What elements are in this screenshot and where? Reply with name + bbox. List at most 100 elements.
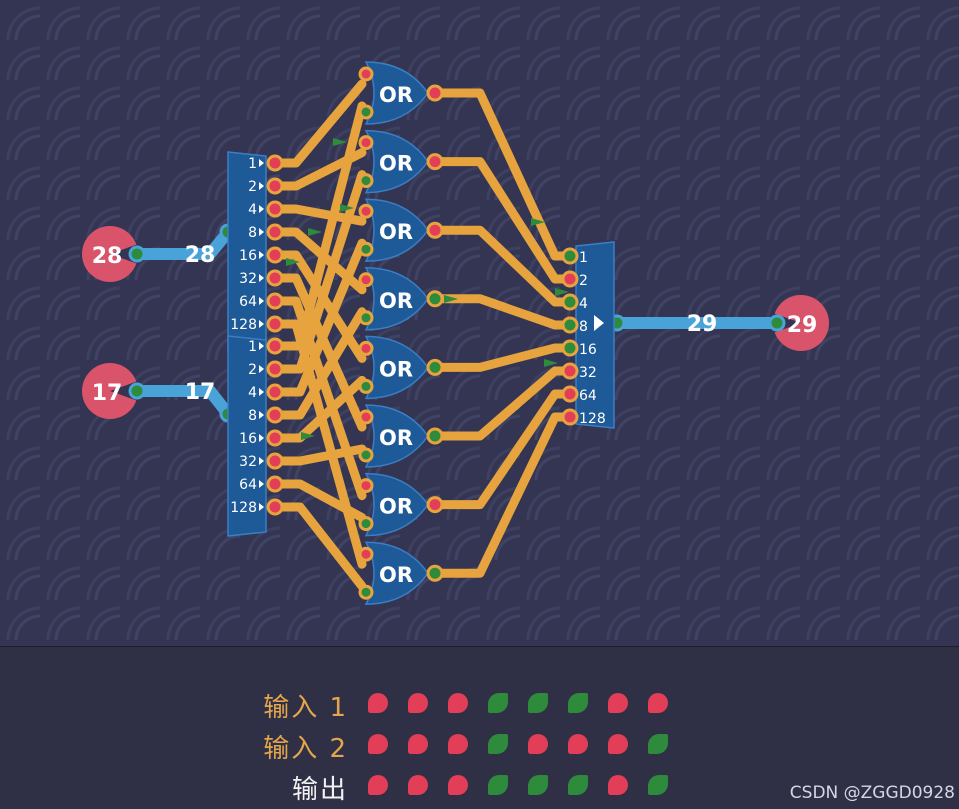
splitter-pin[interactable] bbox=[266, 337, 284, 355]
joiner-bit-label: 4 bbox=[579, 296, 588, 312]
or-gate-output-pin[interactable] bbox=[426, 496, 444, 514]
splitter-bit-label: 32 bbox=[239, 454, 257, 470]
bit-off-indicator bbox=[568, 734, 588, 754]
splitter-bit-label: 2 bbox=[248, 179, 257, 195]
bit-on-indicator bbox=[648, 734, 668, 754]
output-wire[interactable]: 29 bbox=[608, 312, 786, 337]
joiner-bit-label: 128 bbox=[579, 411, 606, 427]
or-gate[interactable]: OR bbox=[358, 198, 444, 262]
joiner-pin[interactable] bbox=[561, 270, 579, 288]
or-gate-label: OR bbox=[379, 289, 413, 313]
splitter-pin[interactable] bbox=[266, 154, 284, 172]
output-value: 29 bbox=[787, 313, 818, 338]
or-gate-output-pin[interactable] bbox=[426, 84, 444, 102]
or-gates[interactable]: OR OR OR OR OR OR OR OR bbox=[358, 61, 444, 605]
splitter-pin[interactable] bbox=[266, 406, 284, 424]
input-b-value: 17 bbox=[92, 381, 123, 406]
joiner-pin[interactable] bbox=[561, 408, 579, 426]
or-gate-label: OR bbox=[379, 357, 413, 381]
splitter-pin[interactable] bbox=[266, 452, 284, 470]
or-gate[interactable]: OR bbox=[358, 404, 444, 468]
splitter-bit-label: 8 bbox=[248, 225, 257, 241]
bit-off-indicator bbox=[448, 693, 468, 713]
output-wire-label: 29 bbox=[687, 312, 718, 337]
splitter-pin[interactable] bbox=[266, 269, 284, 287]
or-gate-output-pin[interactable] bbox=[426, 221, 444, 239]
bit-off-indicator bbox=[608, 693, 628, 713]
joiner-pin[interactable] bbox=[561, 316, 579, 334]
splitter-pin[interactable] bbox=[266, 200, 284, 218]
joiner-bit-label: 64 bbox=[579, 388, 597, 404]
splitter-bit-label: 1 bbox=[248, 339, 257, 355]
or-gate-output-pin[interactable] bbox=[426, 564, 444, 582]
bit-off-indicator bbox=[528, 734, 548, 754]
bit-off-indicator bbox=[448, 775, 468, 795]
splitter-pin[interactable] bbox=[266, 498, 284, 516]
splitter-pin[interactable] bbox=[266, 315, 284, 333]
input-b-wire-label: 17 bbox=[185, 380, 216, 405]
splitter-pin[interactable] bbox=[266, 383, 284, 401]
splitter-pin[interactable] bbox=[266, 292, 284, 310]
bit-off-indicator bbox=[368, 693, 388, 713]
bit-on-indicator bbox=[528, 775, 548, 795]
splitter-bit-label: 32 bbox=[239, 271, 257, 287]
joiner-bit-label: 32 bbox=[579, 365, 597, 381]
splitter-pin[interactable] bbox=[266, 223, 284, 241]
or-gate-output-pin[interactable] bbox=[426, 427, 444, 445]
splitter-pin[interactable] bbox=[266, 429, 284, 447]
joiner-pin[interactable] bbox=[561, 293, 579, 311]
or-gate-label: OR bbox=[379, 220, 413, 244]
bit-on-indicator bbox=[568, 693, 588, 713]
truth-row-label: 输出 bbox=[291, 775, 348, 805]
or-gate[interactable]: OR bbox=[358, 267, 444, 331]
or-gate[interactable]: OR bbox=[358, 472, 444, 537]
bit-off-indicator bbox=[608, 775, 628, 795]
or-gate-output-pin[interactable] bbox=[426, 153, 444, 171]
bit-off-indicator bbox=[648, 693, 668, 713]
joiner-pin[interactable] bbox=[561, 362, 579, 380]
joiner-pin[interactable] bbox=[561, 339, 579, 357]
joiner-pin[interactable] bbox=[561, 247, 579, 265]
splitter-pin[interactable] bbox=[266, 246, 284, 264]
or-gate[interactable]: OR bbox=[358, 129, 444, 194]
splitter-bit-label: 128 bbox=[230, 500, 257, 516]
bit-off-indicator bbox=[408, 734, 428, 754]
splitter-pin[interactable] bbox=[266, 177, 284, 195]
splitter-bit-label: 1 bbox=[248, 156, 257, 172]
input-node-a[interactable]: 28 bbox=[82, 226, 138, 282]
or-gate-output-pin[interactable] bbox=[426, 290, 444, 308]
splitter-bit-label: 4 bbox=[248, 202, 257, 218]
joiner-pin[interactable] bbox=[561, 385, 579, 403]
bit-on-indicator bbox=[488, 734, 508, 754]
bit-off-indicator bbox=[448, 734, 468, 754]
circuit-board[interactable]: 28 17 29 28 17 29 bbox=[0, 0, 959, 646]
splitter-bit-label: 16 bbox=[239, 248, 257, 264]
or-gate-label: OR bbox=[379, 152, 413, 176]
or-gate[interactable]: OR bbox=[358, 335, 444, 400]
or-gate-output-pin[interactable] bbox=[426, 358, 444, 376]
or-gate-label: OR bbox=[379, 495, 413, 519]
circuit-canvas[interactable]: 28 17 29 28 17 29 bbox=[0, 0, 959, 646]
splitter-pin[interactable] bbox=[266, 475, 284, 493]
input-b-wire[interactable]: 17 bbox=[128, 380, 237, 423]
splitter-pin[interactable] bbox=[266, 360, 284, 378]
or-gate[interactable]: OR bbox=[358, 541, 444, 605]
splitter-bit-label: 64 bbox=[239, 294, 257, 310]
or-gate-label: OR bbox=[379, 426, 413, 450]
joiner-bit-label: 16 bbox=[579, 342, 597, 358]
splitter-bit-label: 2 bbox=[248, 362, 257, 378]
input-a-wire[interactable]: 28 bbox=[128, 223, 237, 268]
truth-row-label: 输入 2 bbox=[263, 734, 348, 764]
splitter-bit-label: 16 bbox=[239, 431, 257, 447]
or-gate[interactable]: OR bbox=[358, 61, 444, 125]
bit-on-indicator bbox=[528, 693, 548, 713]
joiner-bit-label: 1 bbox=[579, 250, 588, 266]
splitter-bit-label: 8 bbox=[248, 408, 257, 424]
input-a-wire-label: 28 bbox=[185, 243, 216, 268]
bit-on-indicator bbox=[488, 775, 508, 795]
splitter-bit-label: 4 bbox=[248, 385, 257, 401]
